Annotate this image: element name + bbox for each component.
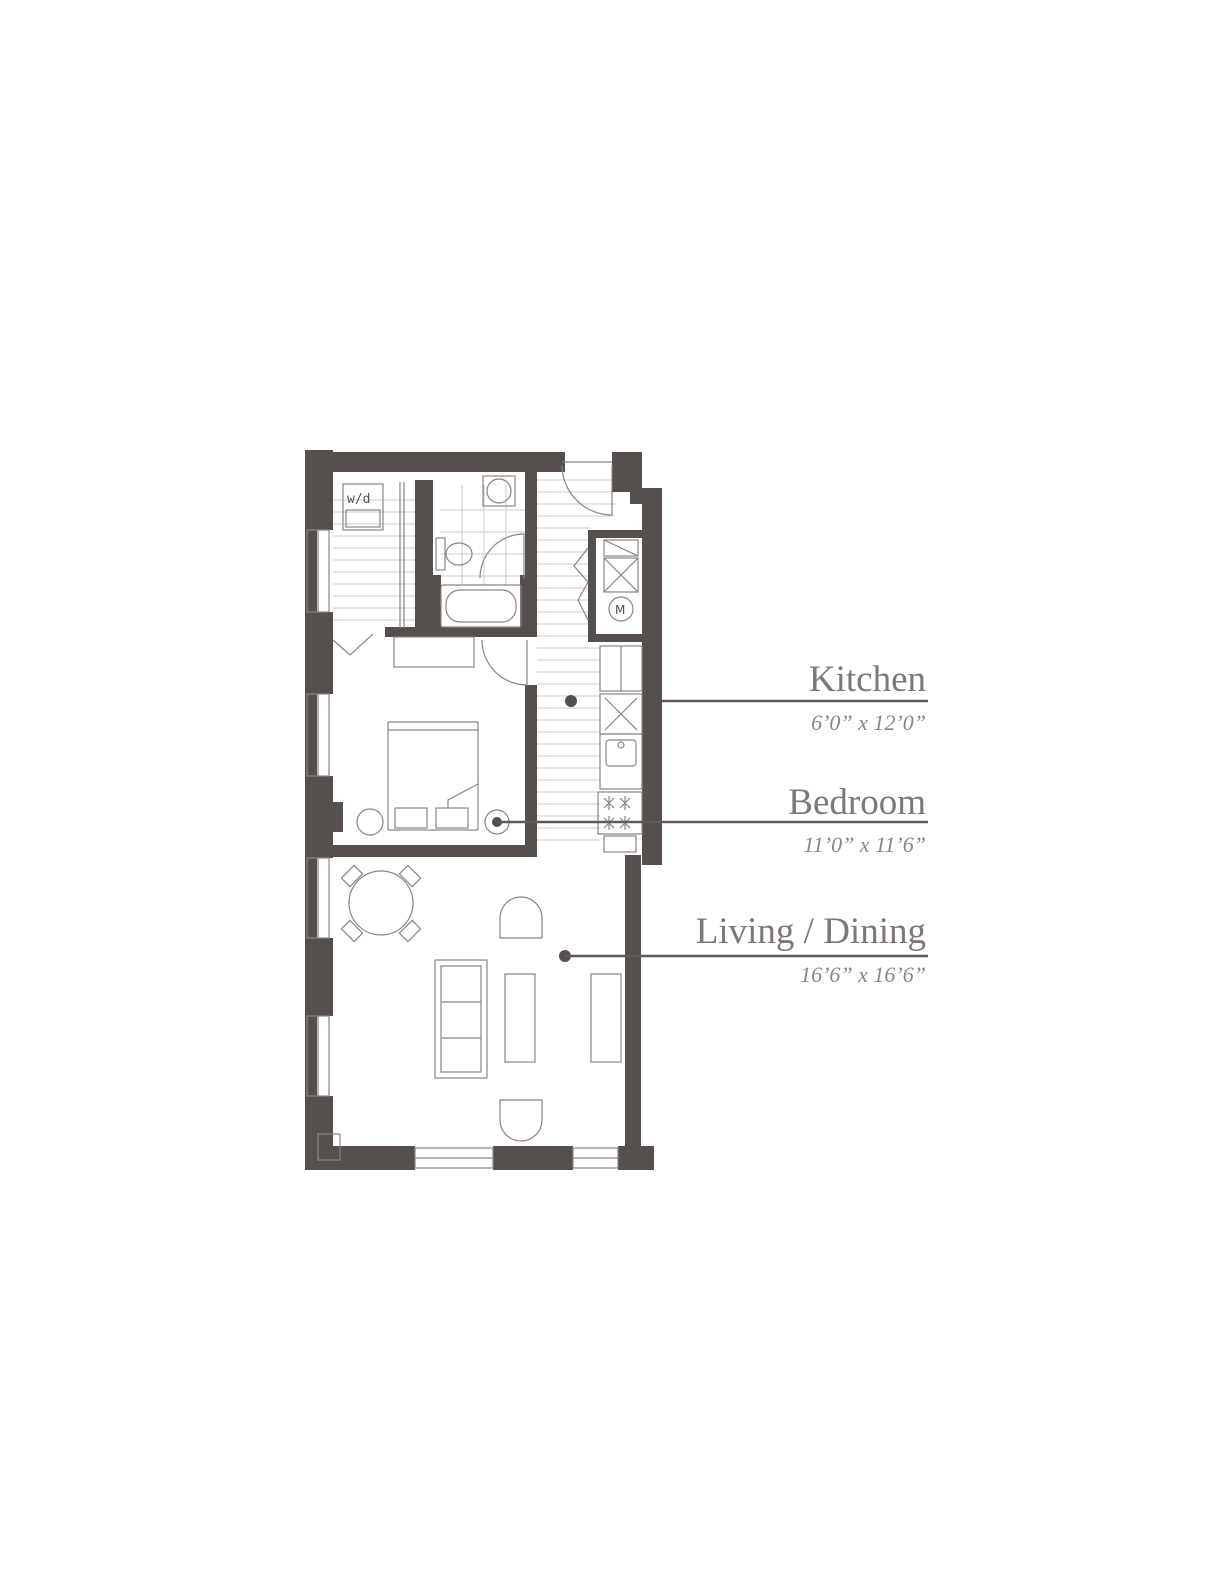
kitchen-label: Kitchen: [808, 659, 926, 700]
hall-kitchen-floor: [537, 479, 615, 841]
entry-door: [561, 461, 613, 516]
kitchen-counters: [597, 645, 643, 853]
washer-dryer-label: w/d: [347, 492, 370, 507]
living-dining-furniture: [340, 864, 622, 1142]
bedroom-label: Bedroom: [788, 782, 926, 823]
living-dining-dimensions: 16’6” x 16’6”: [800, 962, 926, 987]
walls: [305, 450, 662, 1170]
laundry-floor: [333, 499, 415, 621]
bedroom-furniture: [356, 636, 528, 836]
bedroom-dimensions: 11’0” x 11’6”: [803, 832, 926, 857]
kitchen-dimensions: 6’0” x 12’0”: [811, 710, 926, 735]
mechanical-closet: M: [573, 539, 639, 622]
mechanical-label: M: [615, 603, 625, 617]
washer-dryer: w/d: [332, 482, 405, 656]
bathroom-tiles: [440, 485, 525, 585]
room-leaders: [492, 695, 928, 962]
windows: [306, 529, 619, 1169]
living-dining-label: Living / Dining: [695, 911, 926, 952]
kitchen-marker: [565, 695, 577, 707]
bathroom-fixtures: [435, 475, 525, 628]
